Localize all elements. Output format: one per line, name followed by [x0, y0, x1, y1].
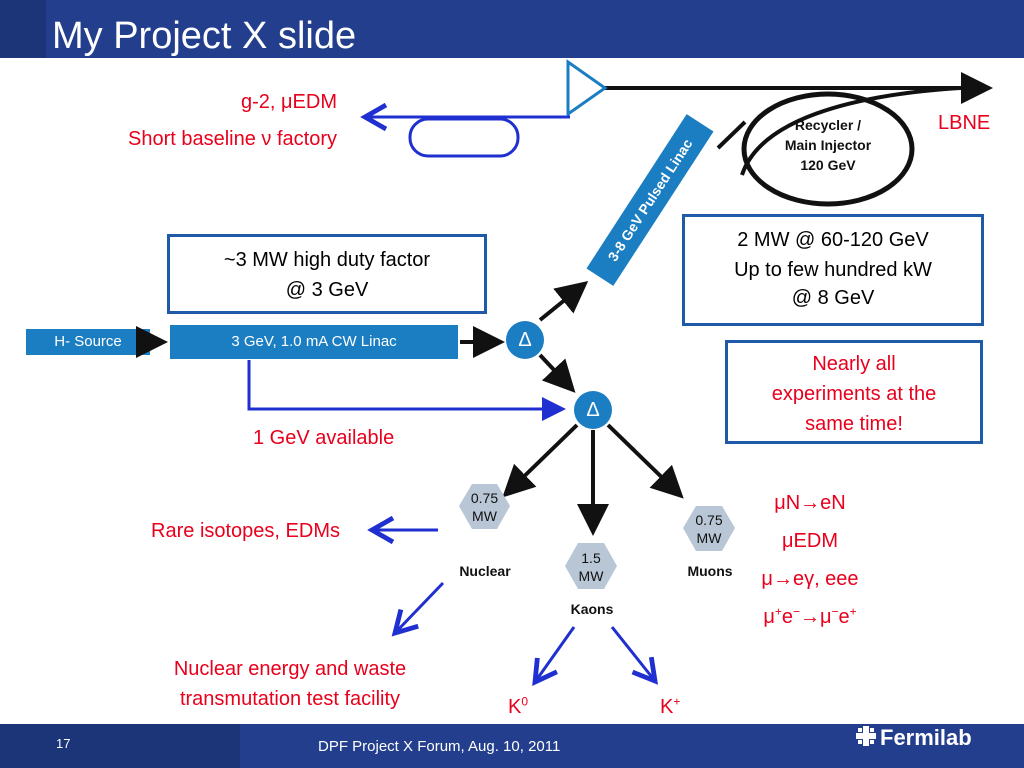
one-gev-extraction: [247, 360, 566, 421]
h-source-label: H- Source: [54, 333, 122, 350]
nuclear-hexagon: [459, 484, 510, 529]
footer-text: DPF Project X Forum, Aug. 10, 2011: [318, 738, 561, 755]
cw-linac-label: 3 GeV, 1.0 mA CW Linac: [231, 333, 397, 350]
slide-title: My Project X slide: [52, 15, 357, 57]
lbne-label: LBNE: [938, 112, 991, 134]
g2-edm-label: g-2, μEDM: [241, 91, 337, 113]
title-bar: [0, 0, 1024, 58]
racetrack-ring: [408, 117, 520, 158]
mi-power-callout: 2 MW @ 60-120 GeV Up to few hundred kW @…: [682, 214, 984, 326]
recycler-label: Recycler / Main Injector 120 GeV: [784, 117, 872, 173]
page-number: 17: [56, 736, 71, 751]
nuclear-energy-label: Nuclear energy and waste transmutation t…: [173, 658, 407, 710]
kaons-label: Kaons: [570, 601, 614, 617]
muons-label: Muons: [687, 563, 733, 579]
title-accent: [0, 0, 46, 58]
muon-physics-list: μN→eN μEDM μ→eγ, eee μ+e−→μ−e+: [761, 492, 859, 628]
simultaneous-callout: Nearly all experiments at the same time!: [725, 340, 983, 444]
kplus-label: K+: [660, 694, 681, 718]
rare-isotopes-label: Rare isotopes, EDMs: [151, 520, 340, 542]
footer-accent: [0, 724, 240, 768]
delta-splitter-1: [506, 321, 544, 359]
fermilab-logo-text: Fermilab: [880, 725, 972, 750]
one-gev-label: 1 GeV available: [253, 427, 395, 449]
delta-splitter-2: [574, 391, 612, 429]
kaons-hexagon: [565, 543, 617, 589]
fermilab-logo-icon: [856, 726, 876, 746]
muons-hexagon: [683, 506, 735, 551]
short-baseline-label: Short baseline ν factory: [128, 128, 337, 150]
k0-label: K0: [508, 694, 529, 718]
recycler-ring: [741, 91, 915, 207]
triangle-icon: [566, 59, 608, 117]
nuclear-label: Nuclear: [459, 563, 511, 579]
h-source-box: [26, 329, 150, 355]
delta-label-1: Δ: [518, 329, 532, 351]
cw-power-callout: ~3 MW high duty factor @ 3 GeV: [167, 234, 487, 314]
pulsed-linac-box: [586, 114, 714, 286]
cw-linac-box: [170, 325, 458, 359]
delta-label-2: Δ: [586, 399, 600, 421]
